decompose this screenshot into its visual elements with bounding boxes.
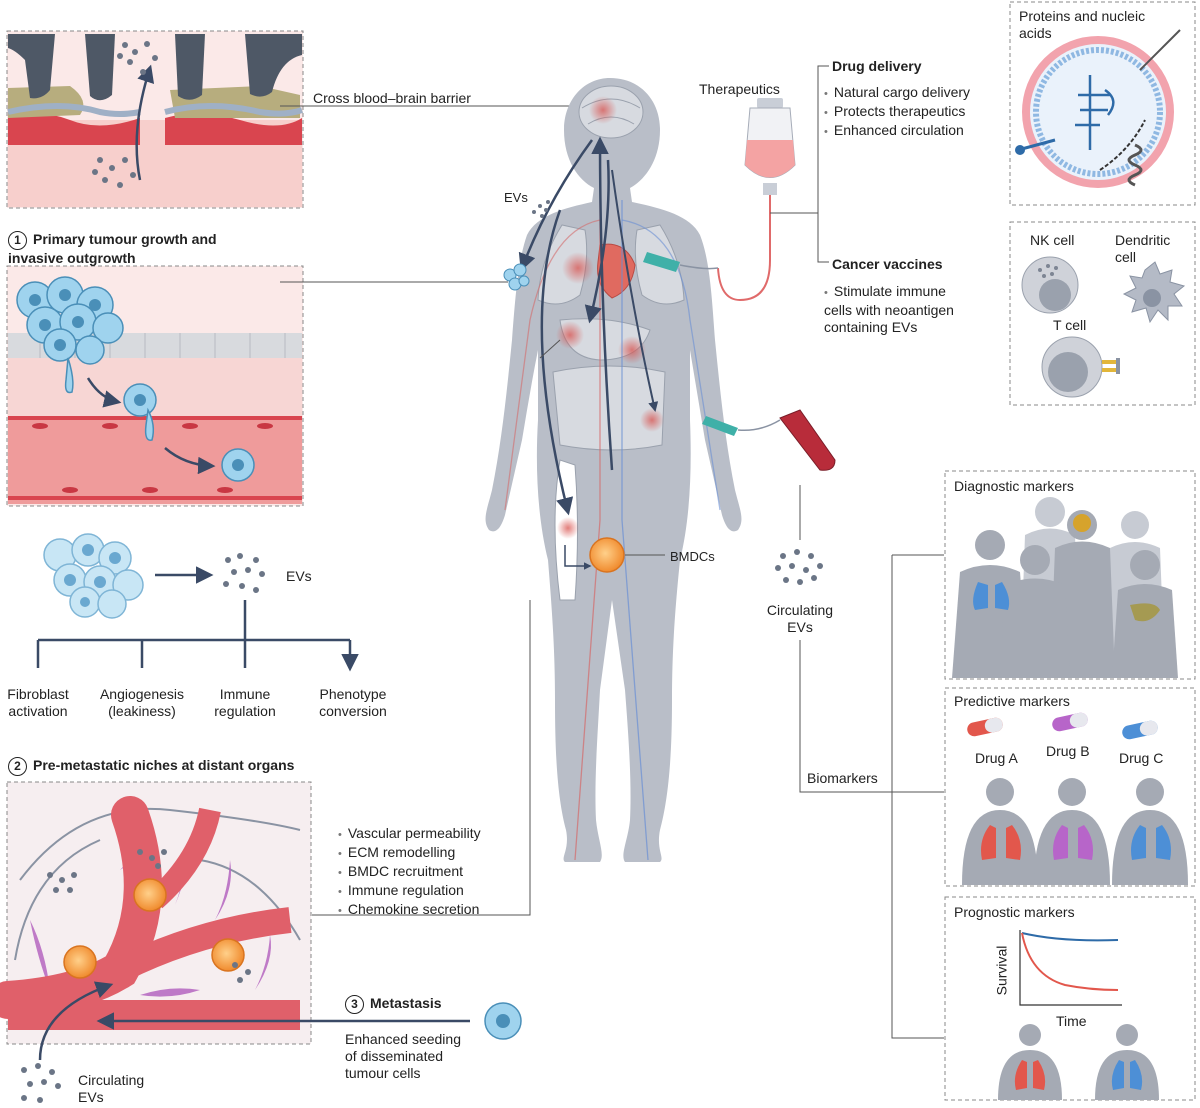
nk-cell-label: NK cell (1030, 232, 1075, 248)
evs-body-label: EVs (504, 190, 528, 205)
dendritic-cell-label: Dendritic cell (1115, 232, 1171, 265)
circulating-evs-bottom-label: Circulating EVs (78, 1072, 145, 1105)
step-2-number: 2 (8, 757, 27, 776)
circulating-evs-bottom-dots (21, 1063, 61, 1103)
time-axis-label: Time (1056, 1013, 1087, 1029)
diagnostic-title: Diagnostic markers (954, 478, 1074, 494)
niche-effect-item: Vascular permeability (338, 825, 481, 844)
circulating-evs-mid-label: Circulating EVs (766, 602, 834, 635)
cancer-vaccines-title: Cancer vaccines (832, 256, 943, 272)
therapeutics-label: Therapeutics (699, 81, 780, 97)
ev-cargo-panel (1009, 1, 1196, 206)
ev-release-tree (36, 533, 350, 668)
drug-delivery-item: Protects therapeutics (824, 103, 970, 122)
niche-effect-item: Chemokine secretion (338, 901, 481, 920)
niche-effect-item: Immune regulation (338, 882, 481, 901)
enhanced-seeding-label: Enhanced seeding of disseminated tumour … (345, 1031, 461, 1081)
survival-axis-label: Survival (993, 945, 1010, 996)
bmdcs-label: BMDCs (670, 549, 715, 564)
prognostic-title: Prognostic markers (954, 904, 1075, 920)
niche-effects-list: Vascular permeability ECM remodelling BM… (338, 825, 481, 920)
prognostic-panel (944, 896, 1196, 1101)
drug-delivery-title: Drug delivery (832, 58, 922, 74)
bbb-label: Cross blood–brain barrier (313, 90, 471, 106)
primary-tumour-panel (6, 265, 304, 507)
step-2-heading: 2 Pre-metastatic niches at distant organs (8, 757, 294, 776)
drug-b-label: Drug B (1046, 743, 1090, 759)
biomarkers-label: Biomarkers (807, 770, 878, 786)
evs-left-label: EVs (286, 568, 312, 584)
predictive-title: Predictive markers (954, 693, 1070, 709)
step-1-title: Primary tumour growth and invasive outgr… (8, 231, 217, 266)
effect-immune: Immune regulation (214, 686, 276, 719)
drug-delivery-item: Enhanced circulation (824, 122, 970, 141)
human-body (485, 78, 742, 862)
step-3-heading: 3 Metastasis (345, 995, 442, 1014)
t-cell-label: T cell (1053, 317, 1087, 333)
drug-c-label: Drug C (1119, 750, 1164, 766)
step-1-number: 1 (8, 231, 27, 250)
effect-phenotype: Phenotype conversion (319, 686, 387, 719)
niche-effect-item: ECM remodelling (338, 844, 481, 863)
circulating-evs-mid-dots (775, 549, 823, 585)
drug-delivery-item: Natural cargo delivery (824, 84, 970, 103)
step-3-number: 3 (345, 995, 364, 1014)
cancer-vaccines-list: Stimulate immune cells with neoantigen c… (824, 283, 954, 336)
disseminated-cell (484, 1002, 522, 1040)
diagnostic-panel (944, 470, 1196, 680)
cancer-vaccines-item: Stimulate immune cells with neoantigen c… (824, 283, 954, 336)
immune-cells-panel (1009, 221, 1196, 406)
iv-bag (643, 98, 796, 302)
drug-delivery-list: Natural cargo delivery Protects therapeu… (824, 84, 970, 141)
blood-tube (702, 409, 836, 471)
bbb-panel (6, 30, 304, 209)
niche-effect-item: BMDC recruitment (338, 863, 481, 882)
effect-angiogenesis: Angiogenesis (leakiness) (99, 686, 185, 719)
effect-fibroblast: Fibroblast activation (7, 686, 69, 719)
niche-panel (0, 781, 470, 1061)
predictive-panel (944, 687, 1196, 887)
step-3-title: Metastasis (370, 995, 442, 1011)
step-2-title: Pre-metastatic niches at distant organs (33, 757, 295, 773)
drug-a-label: Drug A (975, 750, 1018, 766)
proteins-label: Proteins and nucleic acids (1019, 8, 1146, 41)
